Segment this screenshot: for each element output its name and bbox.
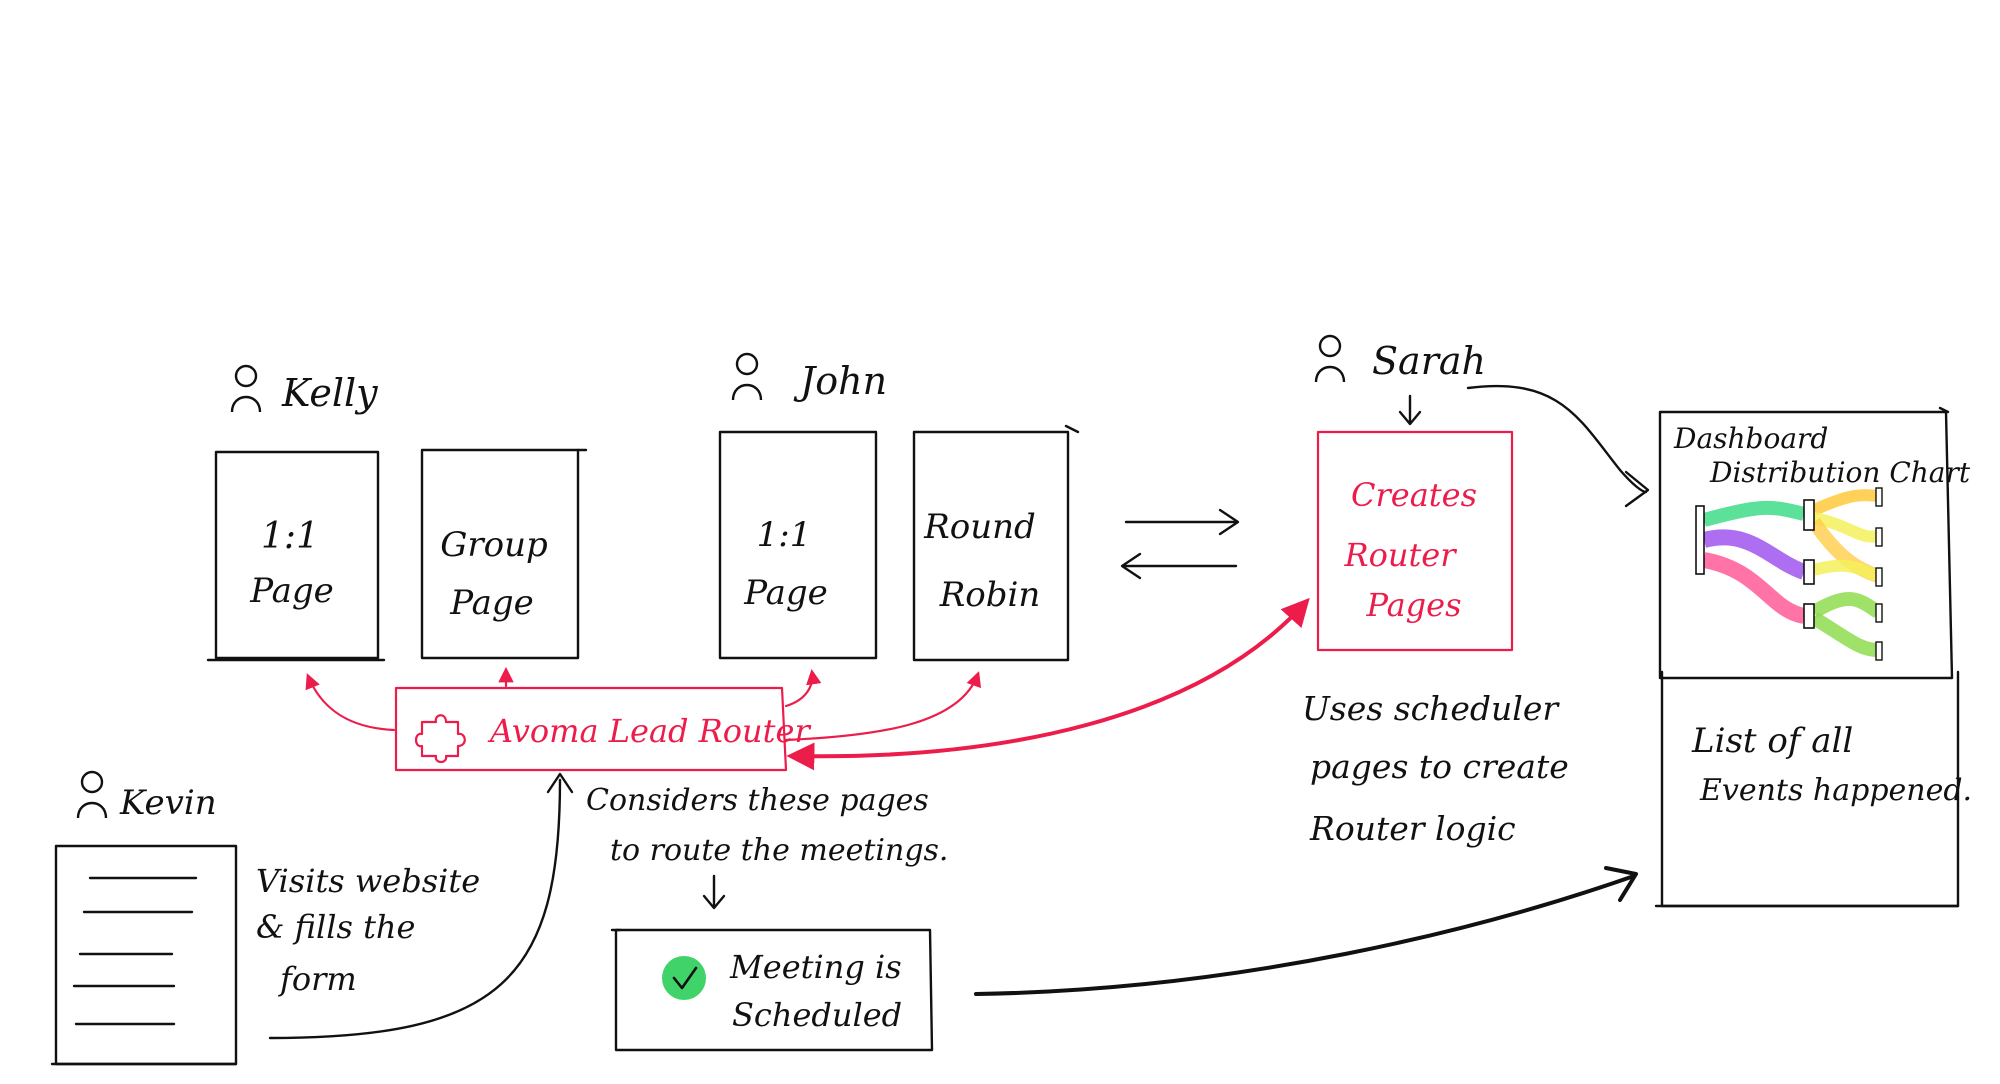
kelly-group-line1: Group xyxy=(440,525,548,565)
kelly-group-line2: Page xyxy=(449,583,534,623)
john-round-robin-line1: Round xyxy=(923,507,1036,547)
kelly-one-on-one-page: 1:1 Page xyxy=(206,450,386,662)
sankey-node-source xyxy=(1695,505,1705,575)
meeting-to-events-arrow xyxy=(974,866,1638,996)
router-label: Avoma Lead Router xyxy=(487,712,811,750)
events-list-panel: List of all Events happened. xyxy=(1654,670,1972,908)
sankey-node-out-1 xyxy=(1875,487,1883,507)
sarah-note-line3: Router logic xyxy=(1309,809,1516,848)
sankey-node-out-3 xyxy=(1875,567,1883,587)
sankey-flow-yellow-1 xyxy=(1811,489,1879,516)
kevin-to-router-arrow xyxy=(268,772,574,1040)
john-round-robin-page: Round Robin xyxy=(912,424,1080,662)
kevin-person-icon xyxy=(76,770,108,819)
router-note-line1: Considers these pages xyxy=(586,783,929,818)
check-icon xyxy=(672,966,698,990)
john-one-on-one-page: 1:1 Page xyxy=(718,430,878,660)
sankey-node-out-2 xyxy=(1875,527,1883,547)
sankey-flow-purple xyxy=(1701,529,1807,580)
sarah-note-line1: Uses scheduler xyxy=(1302,689,1560,728)
kelly-person-icon xyxy=(230,364,262,413)
sankey-flow-yellow-2 xyxy=(1812,512,1880,543)
john-round-robin-line2: Robin xyxy=(939,575,1041,615)
sarah-to-dashboard-arrow xyxy=(1466,384,1650,508)
sarah-router-pages-box: Creates Router Pages xyxy=(1316,430,1514,652)
john-one-on-one-line1: 1:1 xyxy=(757,515,812,555)
check-icon-circle xyxy=(662,956,706,1000)
sankey-flow-green xyxy=(1702,500,1806,527)
dashboard-title-line2: Distribution Chart xyxy=(1709,456,1971,489)
sankey-node-mid-2 xyxy=(1803,559,1815,585)
router-to-john-round-robin-arrow xyxy=(784,671,982,742)
meeting-line2: Scheduled xyxy=(732,996,902,1034)
sankey-flow-lime-2 xyxy=(1810,612,1879,657)
distribution-sankey-chart xyxy=(1695,487,1883,661)
john-one-on-one-line2: Page xyxy=(743,573,828,613)
sarah-note-line2: pages to create xyxy=(1310,747,1569,786)
kevin-note-line3: form xyxy=(278,960,357,998)
sankey-node-out-5 xyxy=(1875,641,1883,661)
sarah-person-icon xyxy=(1314,334,1346,383)
sankey-flow-yellow-4 xyxy=(1812,559,1881,582)
meeting-line1: Meeting is xyxy=(729,948,902,986)
kevin-note-line1: Visits website xyxy=(256,862,480,900)
dashboard-panel: Dashboard Distribution Chart xyxy=(1658,406,1971,680)
dashboard-title-line1: Dashboard xyxy=(1673,422,1828,455)
kelly-one-on-one-line2: Page xyxy=(249,571,334,611)
router-sarah-bidirectional-arrow xyxy=(786,597,1310,771)
router-note-line2: to route the meetings. xyxy=(610,833,948,868)
router-plugin-icon xyxy=(414,714,466,764)
exchange-arrows xyxy=(1120,508,1240,580)
sarah-box-line3: Pages xyxy=(1365,586,1461,624)
sankey-node-mid-3 xyxy=(1803,603,1815,629)
meeting-scheduled-box: Meeting is Scheduled xyxy=(610,928,934,1052)
sankey-flow-pink xyxy=(1702,552,1806,624)
kelly-one-on-one-line1: 1:1 xyxy=(261,516,319,557)
sarah-name: Sarah xyxy=(1372,339,1486,383)
kevin-name: Kevin xyxy=(119,783,217,823)
router-to-john-one-on-one-arrow xyxy=(784,668,822,708)
john-person-icon xyxy=(731,352,763,401)
events-line1: List of all xyxy=(1691,721,1853,761)
kevin-form-document xyxy=(50,844,238,1066)
kevin-note-line2: & fills the xyxy=(256,908,415,946)
sarah-box-line2: Router xyxy=(1343,536,1457,574)
sarah-box-line1: Creates xyxy=(1351,476,1477,514)
sankey-node-out-4 xyxy=(1875,603,1883,623)
router-note-down-arrow xyxy=(702,874,726,910)
kelly-group-page: Group Page xyxy=(420,448,588,660)
avoma-lead-router-box: Avoma Lead Router xyxy=(394,686,811,772)
john-name: John xyxy=(793,359,887,403)
sarah-down-arrow xyxy=(1398,394,1422,426)
events-line2: Events happened. xyxy=(1699,773,1972,808)
sankey-node-mid-1 xyxy=(1803,499,1815,531)
kelly-name: Kelly xyxy=(281,371,378,415)
router-to-kelly-one-on-one-arrow xyxy=(305,673,396,732)
sankey-flow-lime-1 xyxy=(1810,592,1882,619)
